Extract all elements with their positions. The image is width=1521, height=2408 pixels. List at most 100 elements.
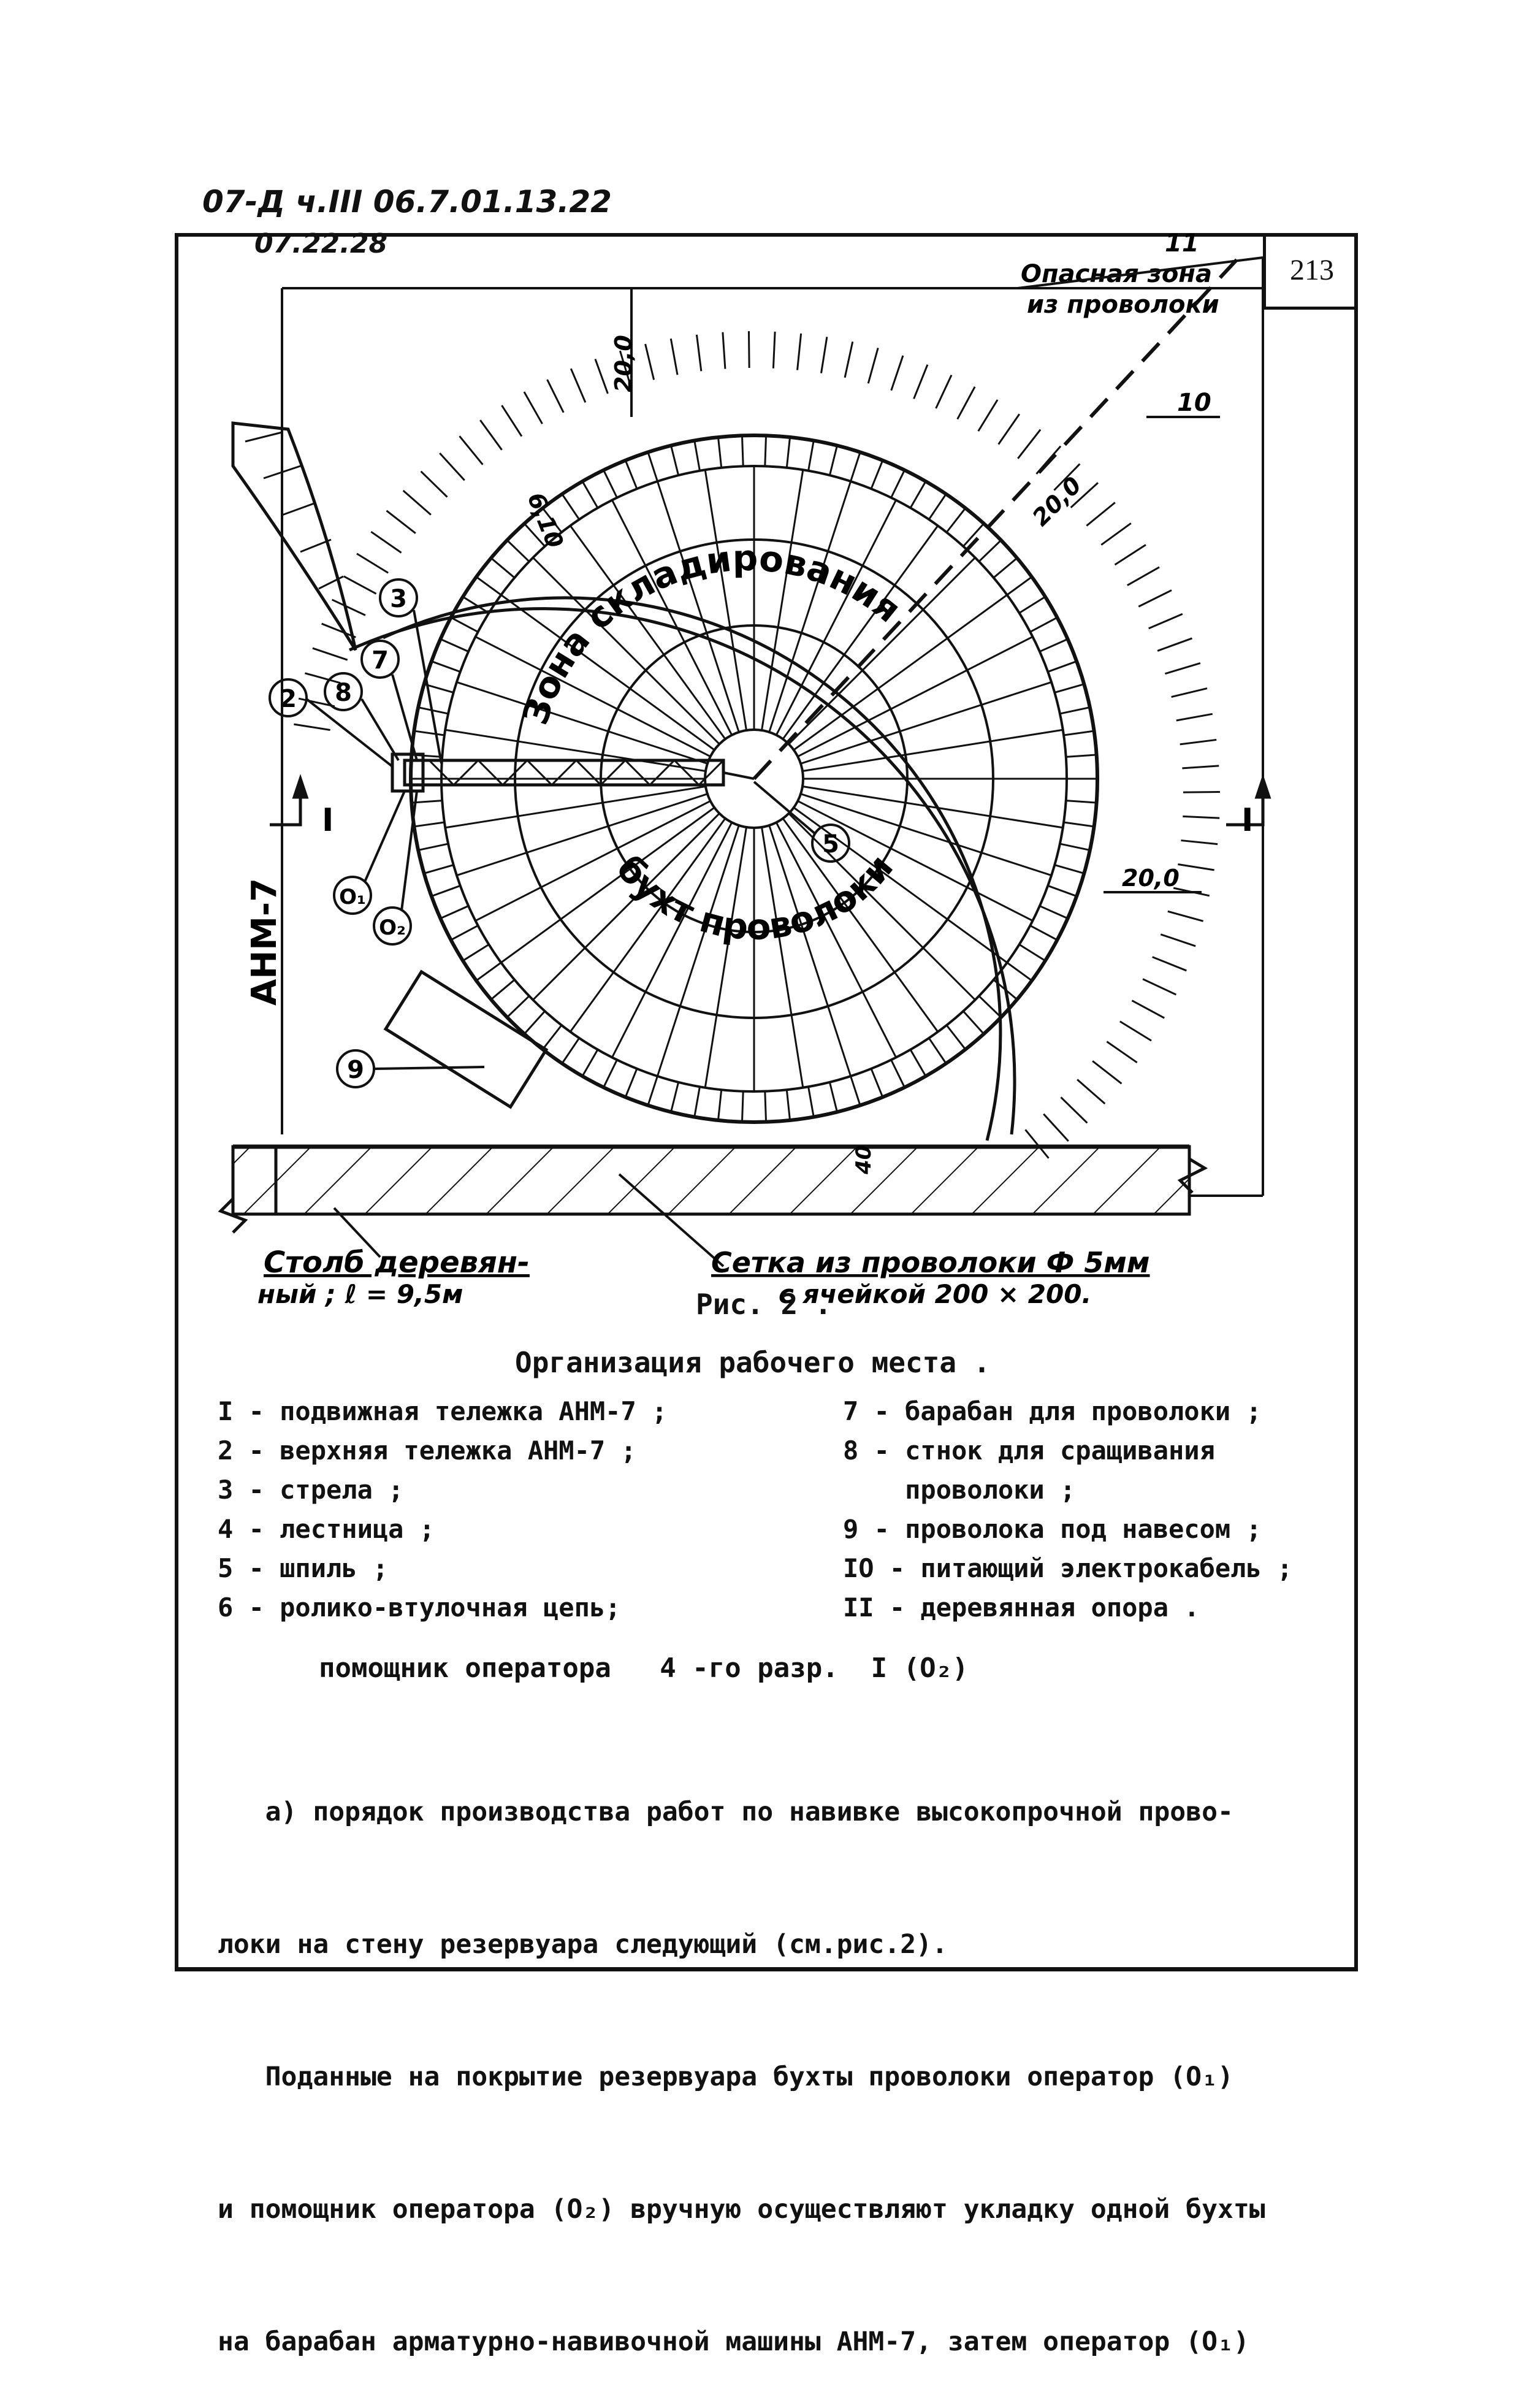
reservoir-wall-tick <box>1029 616 1058 633</box>
reservoir-wall-tick <box>624 1068 638 1098</box>
callout-7: 7 <box>372 646 389 675</box>
reservoir-wall-tick <box>1039 905 1069 920</box>
dimension-top: 20,0 <box>610 335 637 392</box>
reservoir-spoke <box>788 557 976 745</box>
reservoir-wall-tick <box>440 905 469 920</box>
reservoir-wall-tick <box>890 1059 905 1088</box>
reservoir-spoke <box>532 557 720 745</box>
danger-ring-tick <box>570 368 587 403</box>
reservoir-wall-tick <box>1018 943 1046 962</box>
danger-ring-tick <box>523 391 543 424</box>
danger-ring-tick <box>479 419 503 451</box>
reservoir-wall-tick <box>431 660 461 673</box>
danger-ring-tick <box>546 379 565 413</box>
danger-ring-tick <box>343 575 377 595</box>
reservoir-wall-tick <box>431 885 461 897</box>
reservoir-wall-tick <box>462 595 490 614</box>
reservoir-spoke <box>475 636 711 758</box>
danger-ring-tick <box>1053 463 1081 491</box>
reservoir-wall-tick <box>1059 706 1091 715</box>
legend-title: Организация рабочего места . <box>515 1346 991 1379</box>
callout-3-circle <box>379 578 418 617</box>
reservoir-wall-tick <box>417 706 449 715</box>
dimension-right: 20,0 <box>1122 865 1180 892</box>
callout-2-circle <box>269 678 308 717</box>
reservoir-spoke <box>761 470 804 731</box>
reservoir-wall-tick <box>490 557 516 579</box>
reservoir-wall-tick <box>542 1024 563 1050</box>
danger-ring-tick <box>1167 910 1204 922</box>
legend-item: I - подвижная тележка АНМ-7 ; <box>218 1396 668 1426</box>
paragraph-line: локи на стену резервуара следующий (см.р… <box>218 1929 948 1960</box>
danger-ring-tick <box>1138 589 1172 608</box>
reservoir-spoke <box>570 525 726 740</box>
reservoir-wall-tick <box>414 730 445 736</box>
danger-ring-tick <box>298 697 335 708</box>
reservoir-spoke <box>802 785 1063 829</box>
legend-item: 9 - проволока под навесом ; <box>843 1514 1262 1544</box>
danger-ring-tick <box>1119 1020 1152 1042</box>
reservoir-wall-tick <box>424 864 454 874</box>
danger-ring-tick <box>459 435 484 465</box>
reservoir-wall-tick <box>414 821 445 828</box>
reservoir-wall-tick <box>424 683 454 694</box>
reservoir-wall-tick <box>647 1076 658 1106</box>
reservoir-wall-tick <box>670 1082 680 1112</box>
danger-ring-tick <box>977 399 999 432</box>
reservoir-wall-tick <box>524 1011 546 1035</box>
paragraph-line: на барабан арматурно-навивочной машины А… <box>218 2326 1249 2357</box>
reservoir-wall-tick <box>717 1090 723 1121</box>
callout-9: 9 <box>347 1056 364 1084</box>
reservoir-wall-tick <box>764 1091 768 1122</box>
danger-ring-tick <box>890 355 904 391</box>
reservoir-spoke <box>782 817 939 1033</box>
danger-ring-tick <box>1131 1000 1165 1019</box>
reservoir-spoke <box>611 822 733 1058</box>
reservoir-wall-tick <box>1054 864 1085 874</box>
reservoir-wall-tick <box>1063 730 1094 736</box>
danger-ring-tick <box>669 338 679 375</box>
reservoir-wall-tick <box>850 451 861 482</box>
danger-ring-tick <box>913 364 929 399</box>
reservoir-wall-tick <box>417 843 449 851</box>
legend-item: 4 - лестница ; <box>218 1514 435 1544</box>
reservoir-spoke <box>802 728 1063 772</box>
callout-3: 3 <box>390 585 407 613</box>
reservoir-spoke <box>456 793 708 877</box>
reservoir-spoke <box>800 793 1052 877</box>
reservoir-spoke <box>456 681 708 765</box>
reservoir-wall-tick <box>828 1082 838 1112</box>
reservoir-spoke <box>793 594 1008 751</box>
reservoir-wall-tick <box>807 440 815 472</box>
reservoir-wall-tick <box>440 638 469 652</box>
callout-o2: О₂ <box>379 915 406 940</box>
callout-10: 10 <box>1177 389 1211 417</box>
danger-ring-tick <box>1043 1113 1069 1142</box>
danger-ring-tick <box>1183 815 1220 819</box>
danger-ring-tick <box>1157 637 1193 652</box>
legend-item: 3 - стрела ; <box>218 1475 404 1505</box>
reservoir-spoke <box>782 525 939 740</box>
callout-o1: О₁ <box>339 885 366 909</box>
danger-ring-tick <box>370 530 402 554</box>
danger-zone-label-2: из проволоки <box>1027 291 1219 319</box>
danger-ring-tick <box>321 622 356 638</box>
reservoir-plan <box>409 434 1099 1124</box>
diagonal-dashed-line <box>752 250 1246 781</box>
danger-ring-tick <box>1176 713 1213 722</box>
danger-ring-tick <box>501 405 523 437</box>
paragraph-line: а) порядок производства работ по навивке… <box>218 1797 1233 1827</box>
danger-ring-tick <box>420 470 448 498</box>
reservoir-wall-tick <box>476 961 502 982</box>
danger-ring-tick <box>1178 863 1214 871</box>
danger-ring-tick <box>1100 522 1132 546</box>
reservoir-wall-tick <box>764 435 768 467</box>
reservoir-spoke <box>704 827 747 1088</box>
reservoir-wall-tick <box>581 481 599 509</box>
reservoir-wall-tick <box>670 445 680 476</box>
danger-ring-tick <box>820 337 828 373</box>
reservoir-spoke <box>500 594 715 751</box>
reservoir-wall-tick <box>624 460 638 489</box>
page-number-box: 213 <box>1263 233 1358 310</box>
danger-ring-tick <box>1181 839 1218 846</box>
